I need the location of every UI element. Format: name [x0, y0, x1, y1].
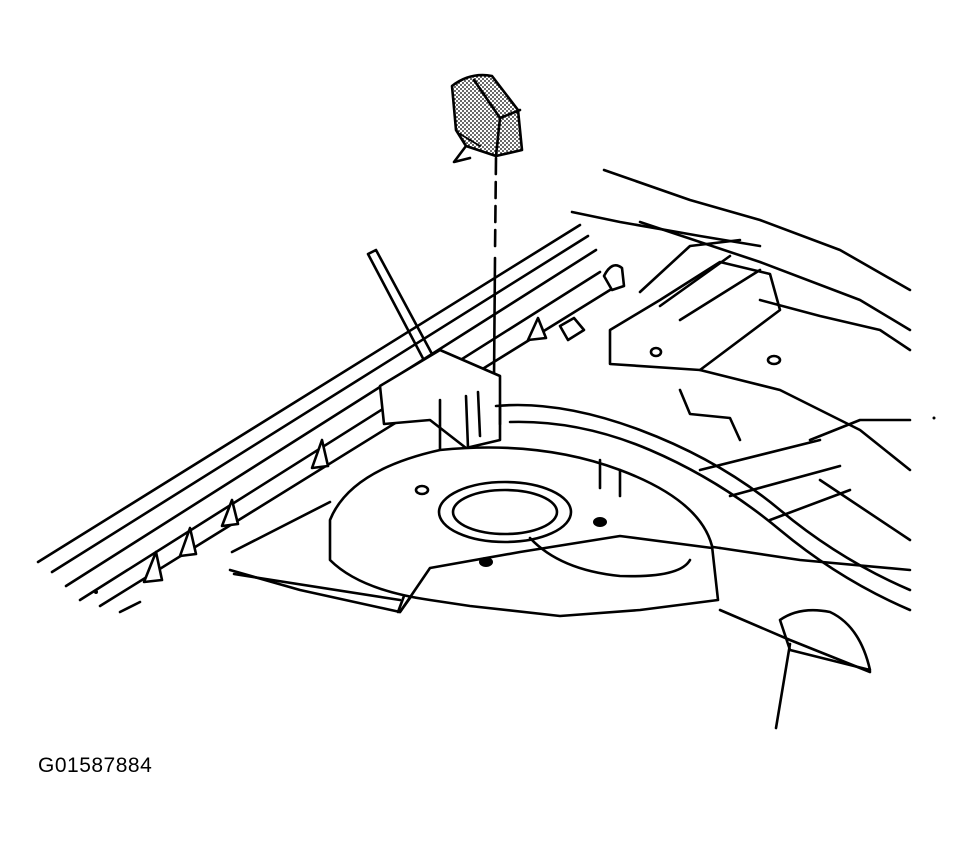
right-structure [608, 238, 912, 572]
floor-pan [228, 446, 722, 618]
rail-clips [142, 264, 626, 584]
figure-code: G01587884 [38, 754, 153, 777]
rear-bumper-corner [718, 608, 872, 730]
installation-guide-line [492, 156, 498, 382]
mounting-bracket [378, 348, 502, 452]
stray-marks [94, 416, 936, 594]
sensor-connector-icon [450, 73, 524, 164]
